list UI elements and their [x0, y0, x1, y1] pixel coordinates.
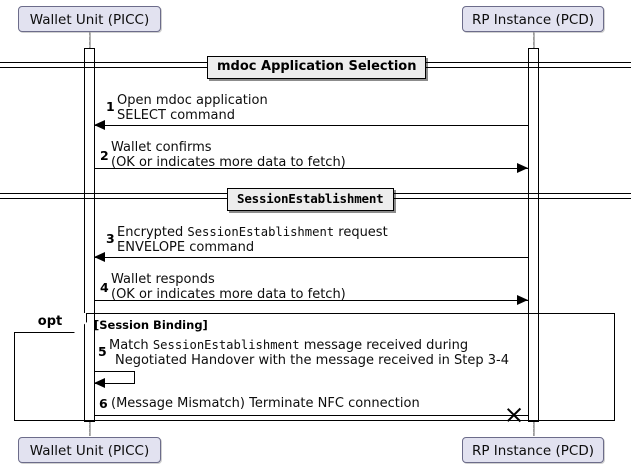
message-5-seg-a: Match: [109, 338, 153, 353]
activation-bar-rp: [528, 48, 539, 422]
lifeline-wallet-bottom: [89, 421, 91, 436]
message-5-arrowhead: [94, 378, 105, 388]
message-1-number: 1: [106, 99, 115, 114]
lifeline-wallet: [89, 32, 91, 50]
message-3-seg-a: Encrypted: [117, 225, 188, 240]
message-3-seg-b: request: [334, 225, 388, 240]
participant-wallet-bottom[interactable]: Wallet Unit (PICC): [18, 437, 161, 463]
message-2-number: 2: [100, 148, 109, 163]
message-1-text-line2: SELECT command: [117, 108, 235, 123]
message-3-seg-mono: SessionEstablishment: [187, 225, 335, 239]
participant-rp-top[interactable]: RP Instance (PCD): [462, 6, 604, 32]
message-5-text-line2: Negotiated Handover with the message rec…: [115, 353, 510, 368]
message-4-number: 4: [100, 280, 109, 295]
divider-label-mdoc: mdoc Application Selection: [207, 56, 427, 80]
message-3-line: [95, 257, 529, 258]
message-5-seg-mono: SessionEstablishment: [152, 338, 300, 352]
fragment-opt-box: [14, 313, 615, 421]
message-5-seg-b: message received during: [299, 338, 469, 353]
message-1-text-line1: Open mdoc application: [117, 93, 268, 108]
destroy-x-icon: [506, 407, 522, 423]
message-2-line: [95, 168, 528, 169]
fragment-opt-condition: [Session Binding]: [94, 318, 208, 332]
lifeline-rp: [533, 32, 535, 50]
message-6-number: 6: [99, 396, 108, 411]
message-3-number: 3: [106, 231, 115, 246]
message-5-text-line1: Match SessionEstablishment message recei…: [109, 338, 468, 353]
participant-wallet-top[interactable]: Wallet Unit (PICC): [18, 6, 161, 32]
message-2-text-line1: Wallet confirms: [111, 140, 212, 155]
message-4-line: [95, 300, 528, 301]
message-3-text-line1: Encrypted SessionEstablishment request: [117, 225, 388, 240]
message-2-text-line2: (OK or indicates more data to fetch): [111, 155, 346, 170]
message-3-text-line2: ENVELOPE command: [117, 240, 255, 255]
message-5-number: 5: [98, 344, 107, 359]
participant-rp-bottom[interactable]: RP Instance (PCD): [462, 437, 604, 463]
message-4-text-line1: Wallet responds: [111, 272, 215, 287]
activation-bar-wallet: [84, 48, 95, 422]
message-4-arrowhead: [517, 295, 528, 305]
fragment-opt-tab: opt: [14, 313, 87, 333]
message-5-self-loop: [95, 371, 135, 384]
message-4-text-line2: (OK or indicates more data to fetch): [111, 287, 346, 302]
lifeline-rp-bottom: [533, 421, 535, 436]
message-1-arrowhead: [94, 120, 105, 130]
message-1-line: [95, 125, 529, 126]
message-3-arrowhead: [94, 252, 105, 262]
message-2-arrowhead: [517, 163, 528, 173]
divider-label-session: SessionEstablishment: [227, 188, 394, 211]
message-6-text-line1: (Message Mismatch) Terminate NFC connect…: [111, 396, 420, 411]
message-6-line: [95, 415, 528, 416]
